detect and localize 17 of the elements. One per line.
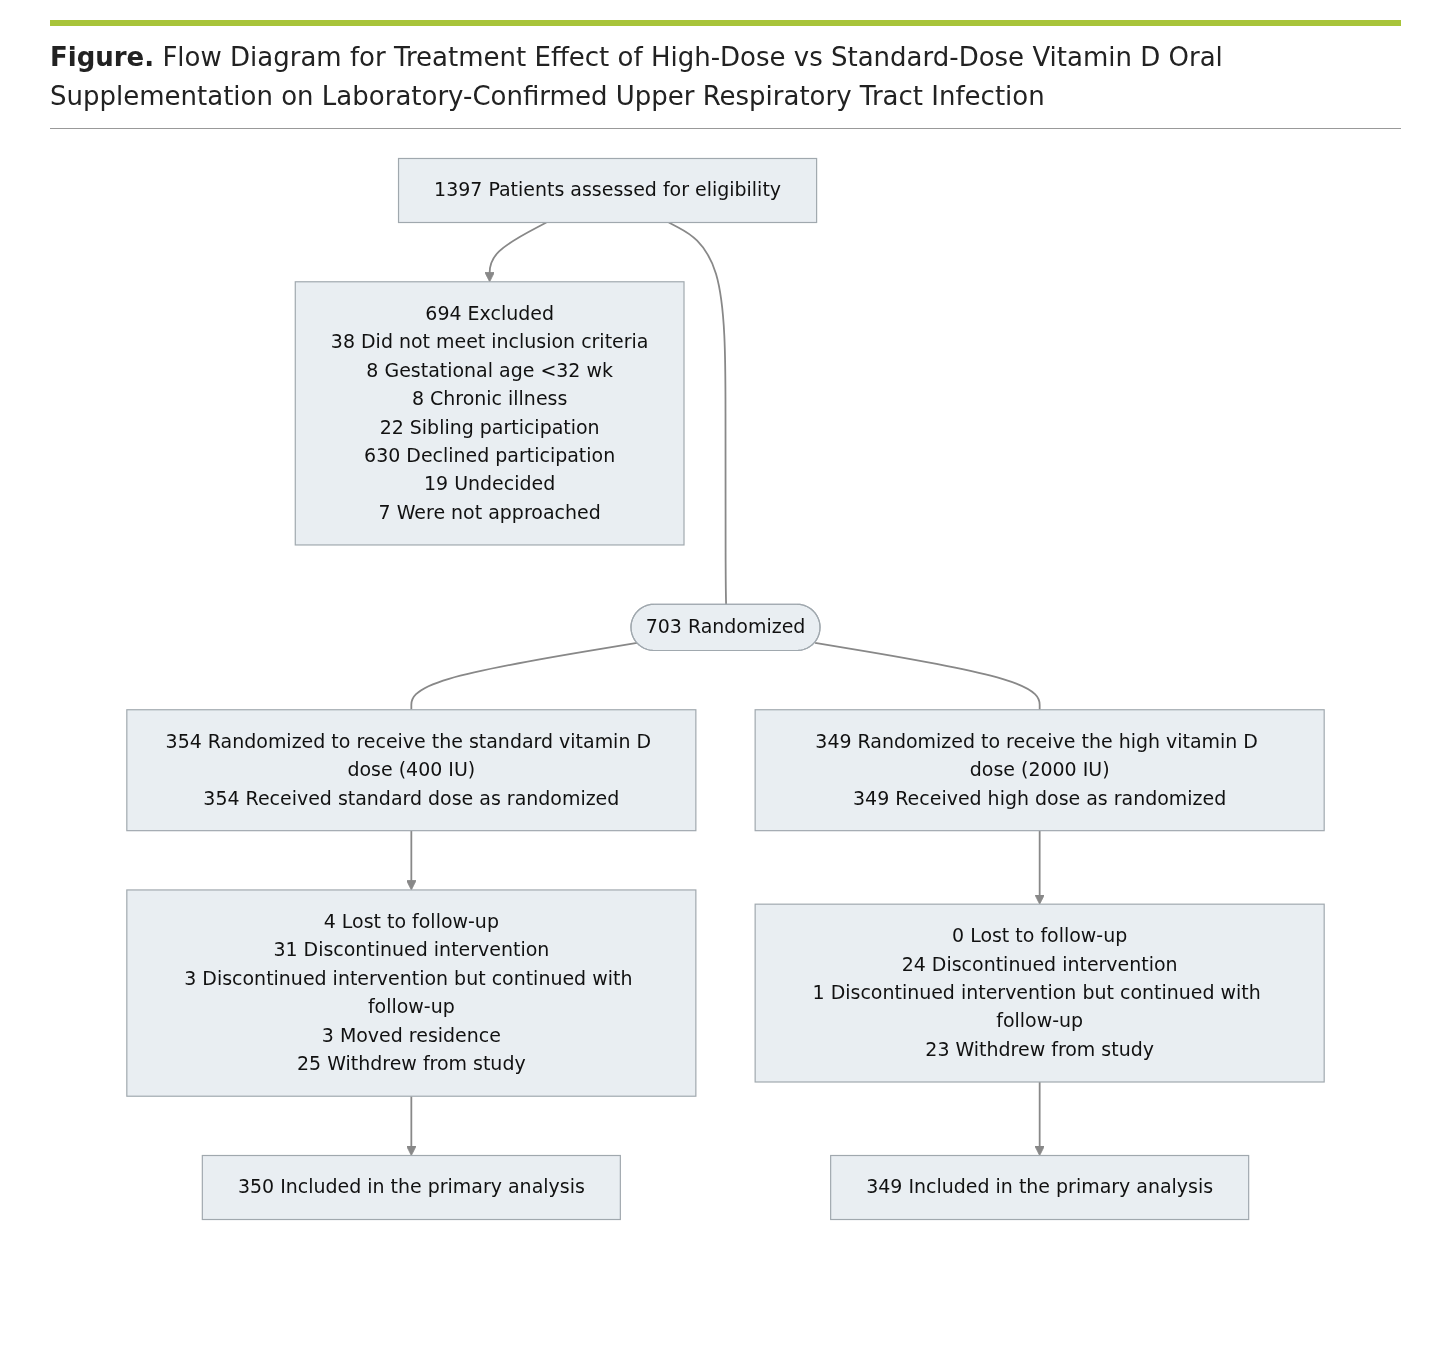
node-box: 350 Included in the primary analysis (201, 1154, 621, 1221)
arrow (406, 829, 417, 891)
node-box: 1397 Patients assessed for eligibility (397, 157, 818, 224)
arrow (1034, 829, 1045, 905)
arrow (1034, 1081, 1045, 1156)
arrow (484, 221, 548, 283)
arrow (406, 1095, 417, 1156)
node-box: 0 Lost to follow-up 24 Discontinued intervention 1 Discontinued intervention but continued with follow-up 23 Withdrew from study (754, 903, 1325, 1083)
node-box: 4 Lost to follow-up 31 Discontinued intervention 3 Discontinued intervention but continued with follow-up 3 Moved residence 25 Withdrew from study (126, 889, 697, 1097)
connector (814, 642, 1041, 711)
node-box: 349 Included in the primary analysis (830, 1154, 1250, 1221)
connector (410, 642, 638, 711)
node-box: 354 Randomized to receive the standard vitamin D dose (400 IU) 354 Received standard dose as randomized (126, 709, 697, 832)
connector (667, 221, 727, 606)
figure-title: Figure. Flow Diagram for Treatment Effect of High-Dose vs Standard-Dose Vitamin D Oral Supplementation on Laboratory-Confirmed Upper Respiratory Tract Infection (50, 20, 1401, 129)
node-box: 694 Excluded 38 Did not meet inclusion criteria 8 Gestational age <32 wk 8 Chronic illness 22 Sibling participation 630 Declined participation 19 Undecided 7 Were not approached (294, 281, 685, 546)
node-box: 349 Randomized to receive the high vitamin D dose (2000 IU) 349 Received high dose as randomized (754, 709, 1325, 832)
